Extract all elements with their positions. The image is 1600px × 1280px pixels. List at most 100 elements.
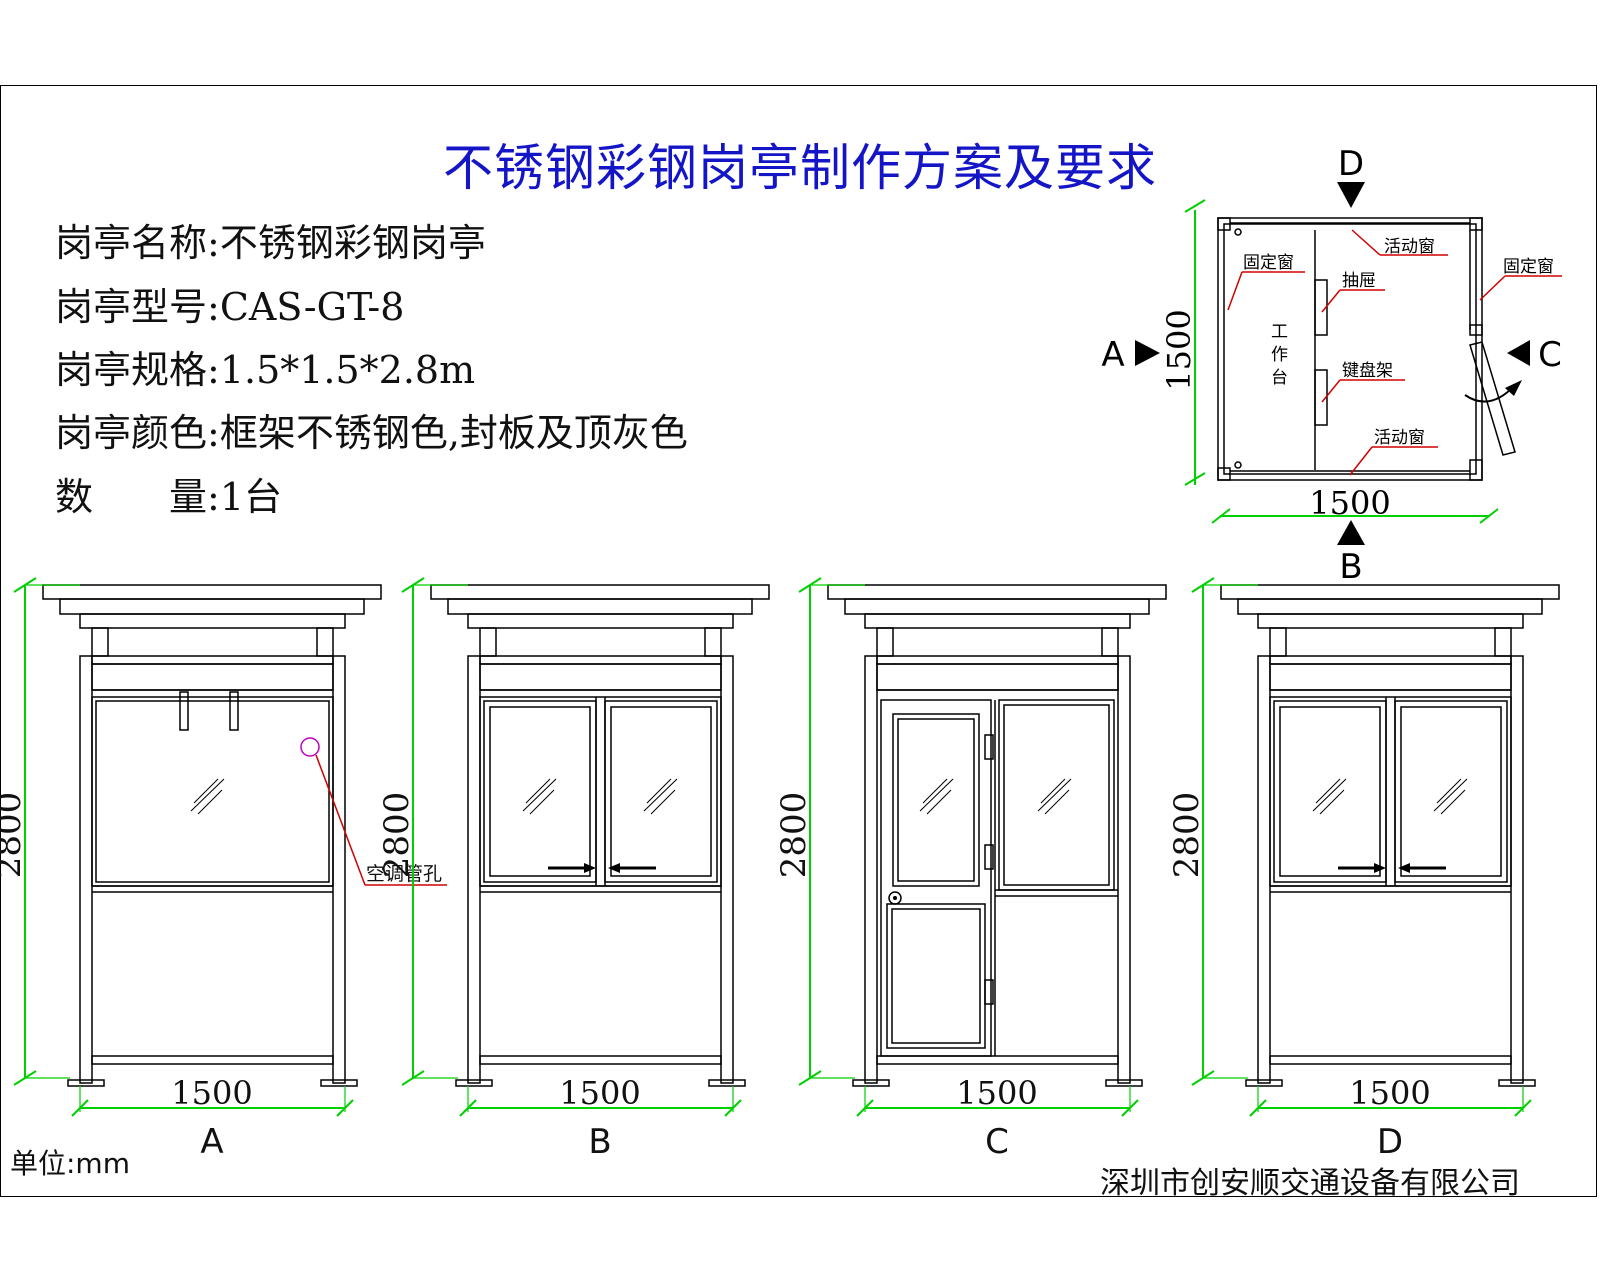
sliding-sash-left bbox=[483, 700, 597, 883]
right-foot bbox=[1498, 1079, 1536, 1087]
ac-pipe-hole-icon bbox=[300, 737, 320, 757]
left-column bbox=[467, 655, 481, 1084]
spec-value: 框架不锈钢色,封板及顶灰色 bbox=[219, 411, 688, 455]
spec-quantity: 数 量:1台 bbox=[55, 466, 282, 521]
roof-bottom bbox=[79, 613, 346, 629]
slide-arrowhead bbox=[584, 863, 596, 873]
sliding-sash-right bbox=[1394, 700, 1508, 883]
glass-hatch bbox=[643, 778, 678, 815]
hatch-line bbox=[1319, 789, 1345, 815]
spec-value: CAS-GT-8 bbox=[219, 285, 405, 329]
bottom-sill bbox=[876, 1055, 1119, 1065]
roof-middle bbox=[844, 598, 1150, 615]
fixed-window-glass bbox=[95, 700, 330, 883]
hatch-line bbox=[1315, 778, 1341, 804]
hatch-line bbox=[1440, 789, 1466, 815]
door-lower-inner bbox=[891, 908, 981, 1044]
sliding-glass-right bbox=[1400, 706, 1502, 877]
label-sliding-window-bottom: 活动窗 bbox=[1374, 428, 1425, 448]
plan-label-a: A bbox=[1101, 335, 1124, 375]
header-panel bbox=[479, 663, 722, 691]
sliding-glass-left bbox=[489, 706, 591, 877]
header-panel bbox=[1269, 663, 1512, 691]
hatch-line bbox=[190, 778, 225, 812]
label-fixed-window-left: 固定窗 bbox=[1243, 253, 1294, 273]
spec-color: 岗亭颜色:框架不锈钢色,封板及顶灰色 bbox=[55, 402, 688, 457]
dimension-lines bbox=[401, 577, 742, 1117]
hatch-line bbox=[1044, 789, 1070, 815]
glass-hatch bbox=[190, 778, 225, 815]
glass-hatch bbox=[1037, 778, 1072, 815]
sliding-sash-right bbox=[604, 700, 718, 883]
label-drawer: 抽屉 bbox=[1342, 271, 1376, 291]
right-column bbox=[720, 655, 734, 1084]
arrow-marker-a bbox=[1135, 340, 1160, 366]
hatch-line bbox=[1312, 778, 1347, 812]
hatch-line bbox=[525, 778, 551, 804]
dimension-lines bbox=[13, 577, 354, 1117]
drawing-border bbox=[0, 85, 1597, 1197]
hatch-line bbox=[643, 778, 678, 812]
arrow-marker-d bbox=[1337, 182, 1365, 208]
right-column bbox=[1510, 655, 1524, 1084]
bottom-sill bbox=[479, 1055, 722, 1065]
spec-value: 不锈钢彩钢岗亭 bbox=[219, 221, 486, 265]
hatch-line bbox=[926, 789, 952, 815]
sliding-window-outer bbox=[1269, 696, 1512, 887]
hatch-line bbox=[1040, 778, 1066, 804]
door-lower-panel bbox=[886, 903, 986, 1049]
plan-depth-dim: 1500 bbox=[1160, 309, 1198, 390]
hatch-line bbox=[529, 789, 555, 815]
label-keyboard-rack: 键盘架 bbox=[1342, 361, 1393, 381]
dimension-lines bbox=[1191, 577, 1532, 1117]
plan-width-dim: 1500 bbox=[1309, 484, 1390, 522]
hatch-line bbox=[193, 778, 219, 804]
view-label: C bbox=[985, 1122, 1009, 1162]
left-foot bbox=[455, 1079, 493, 1087]
header-beam bbox=[479, 655, 722, 665]
roof-middle bbox=[447, 598, 753, 615]
width-dimension: 1500 bbox=[1349, 1074, 1430, 1112]
header-panel bbox=[91, 663, 334, 691]
roof-support bbox=[704, 627, 722, 657]
sliding-glass-right bbox=[610, 706, 712, 877]
hatch-line bbox=[646, 778, 672, 804]
plan-label-d: D bbox=[1338, 144, 1364, 184]
spec-label: 岗亭颜色: bbox=[55, 411, 220, 455]
right-foot bbox=[1105, 1079, 1143, 1087]
width-dimension: 1500 bbox=[956, 1074, 1037, 1112]
door-glass-frame bbox=[892, 713, 980, 887]
plan-leaders bbox=[1227, 229, 1562, 476]
plan-label-b: B bbox=[1339, 547, 1362, 587]
spec-value: 1台 bbox=[219, 475, 282, 519]
roof-middle bbox=[1237, 598, 1543, 615]
unit-note: 单位:mm bbox=[10, 1147, 130, 1180]
left-column bbox=[1257, 655, 1271, 1084]
roof-top bbox=[42, 584, 382, 600]
roof-support bbox=[1494, 627, 1512, 657]
spec-label: 岗亭型号: bbox=[55, 285, 220, 329]
hatch-line bbox=[922, 778, 948, 804]
roof-middle bbox=[59, 598, 365, 615]
roof-bottom bbox=[467, 613, 734, 629]
spec-label: 岗亭名称: bbox=[55, 221, 220, 265]
leader-line bbox=[315, 754, 366, 886]
sliding-window-outer bbox=[479, 696, 722, 887]
ac-note-leader bbox=[315, 754, 447, 886]
roof-support bbox=[876, 627, 894, 657]
bottom-sill bbox=[91, 1055, 334, 1065]
fixed-window-outer bbox=[91, 696, 334, 887]
header-panel bbox=[876, 663, 1119, 691]
hatch-line bbox=[919, 778, 954, 812]
fixed-side-window bbox=[998, 699, 1115, 891]
door-lock-icon bbox=[888, 891, 902, 905]
hatch-line bbox=[522, 778, 557, 812]
sliding-glass-left bbox=[1279, 706, 1381, 877]
height-dimension: 2800 bbox=[377, 792, 417, 879]
header-beam bbox=[1269, 655, 1512, 665]
